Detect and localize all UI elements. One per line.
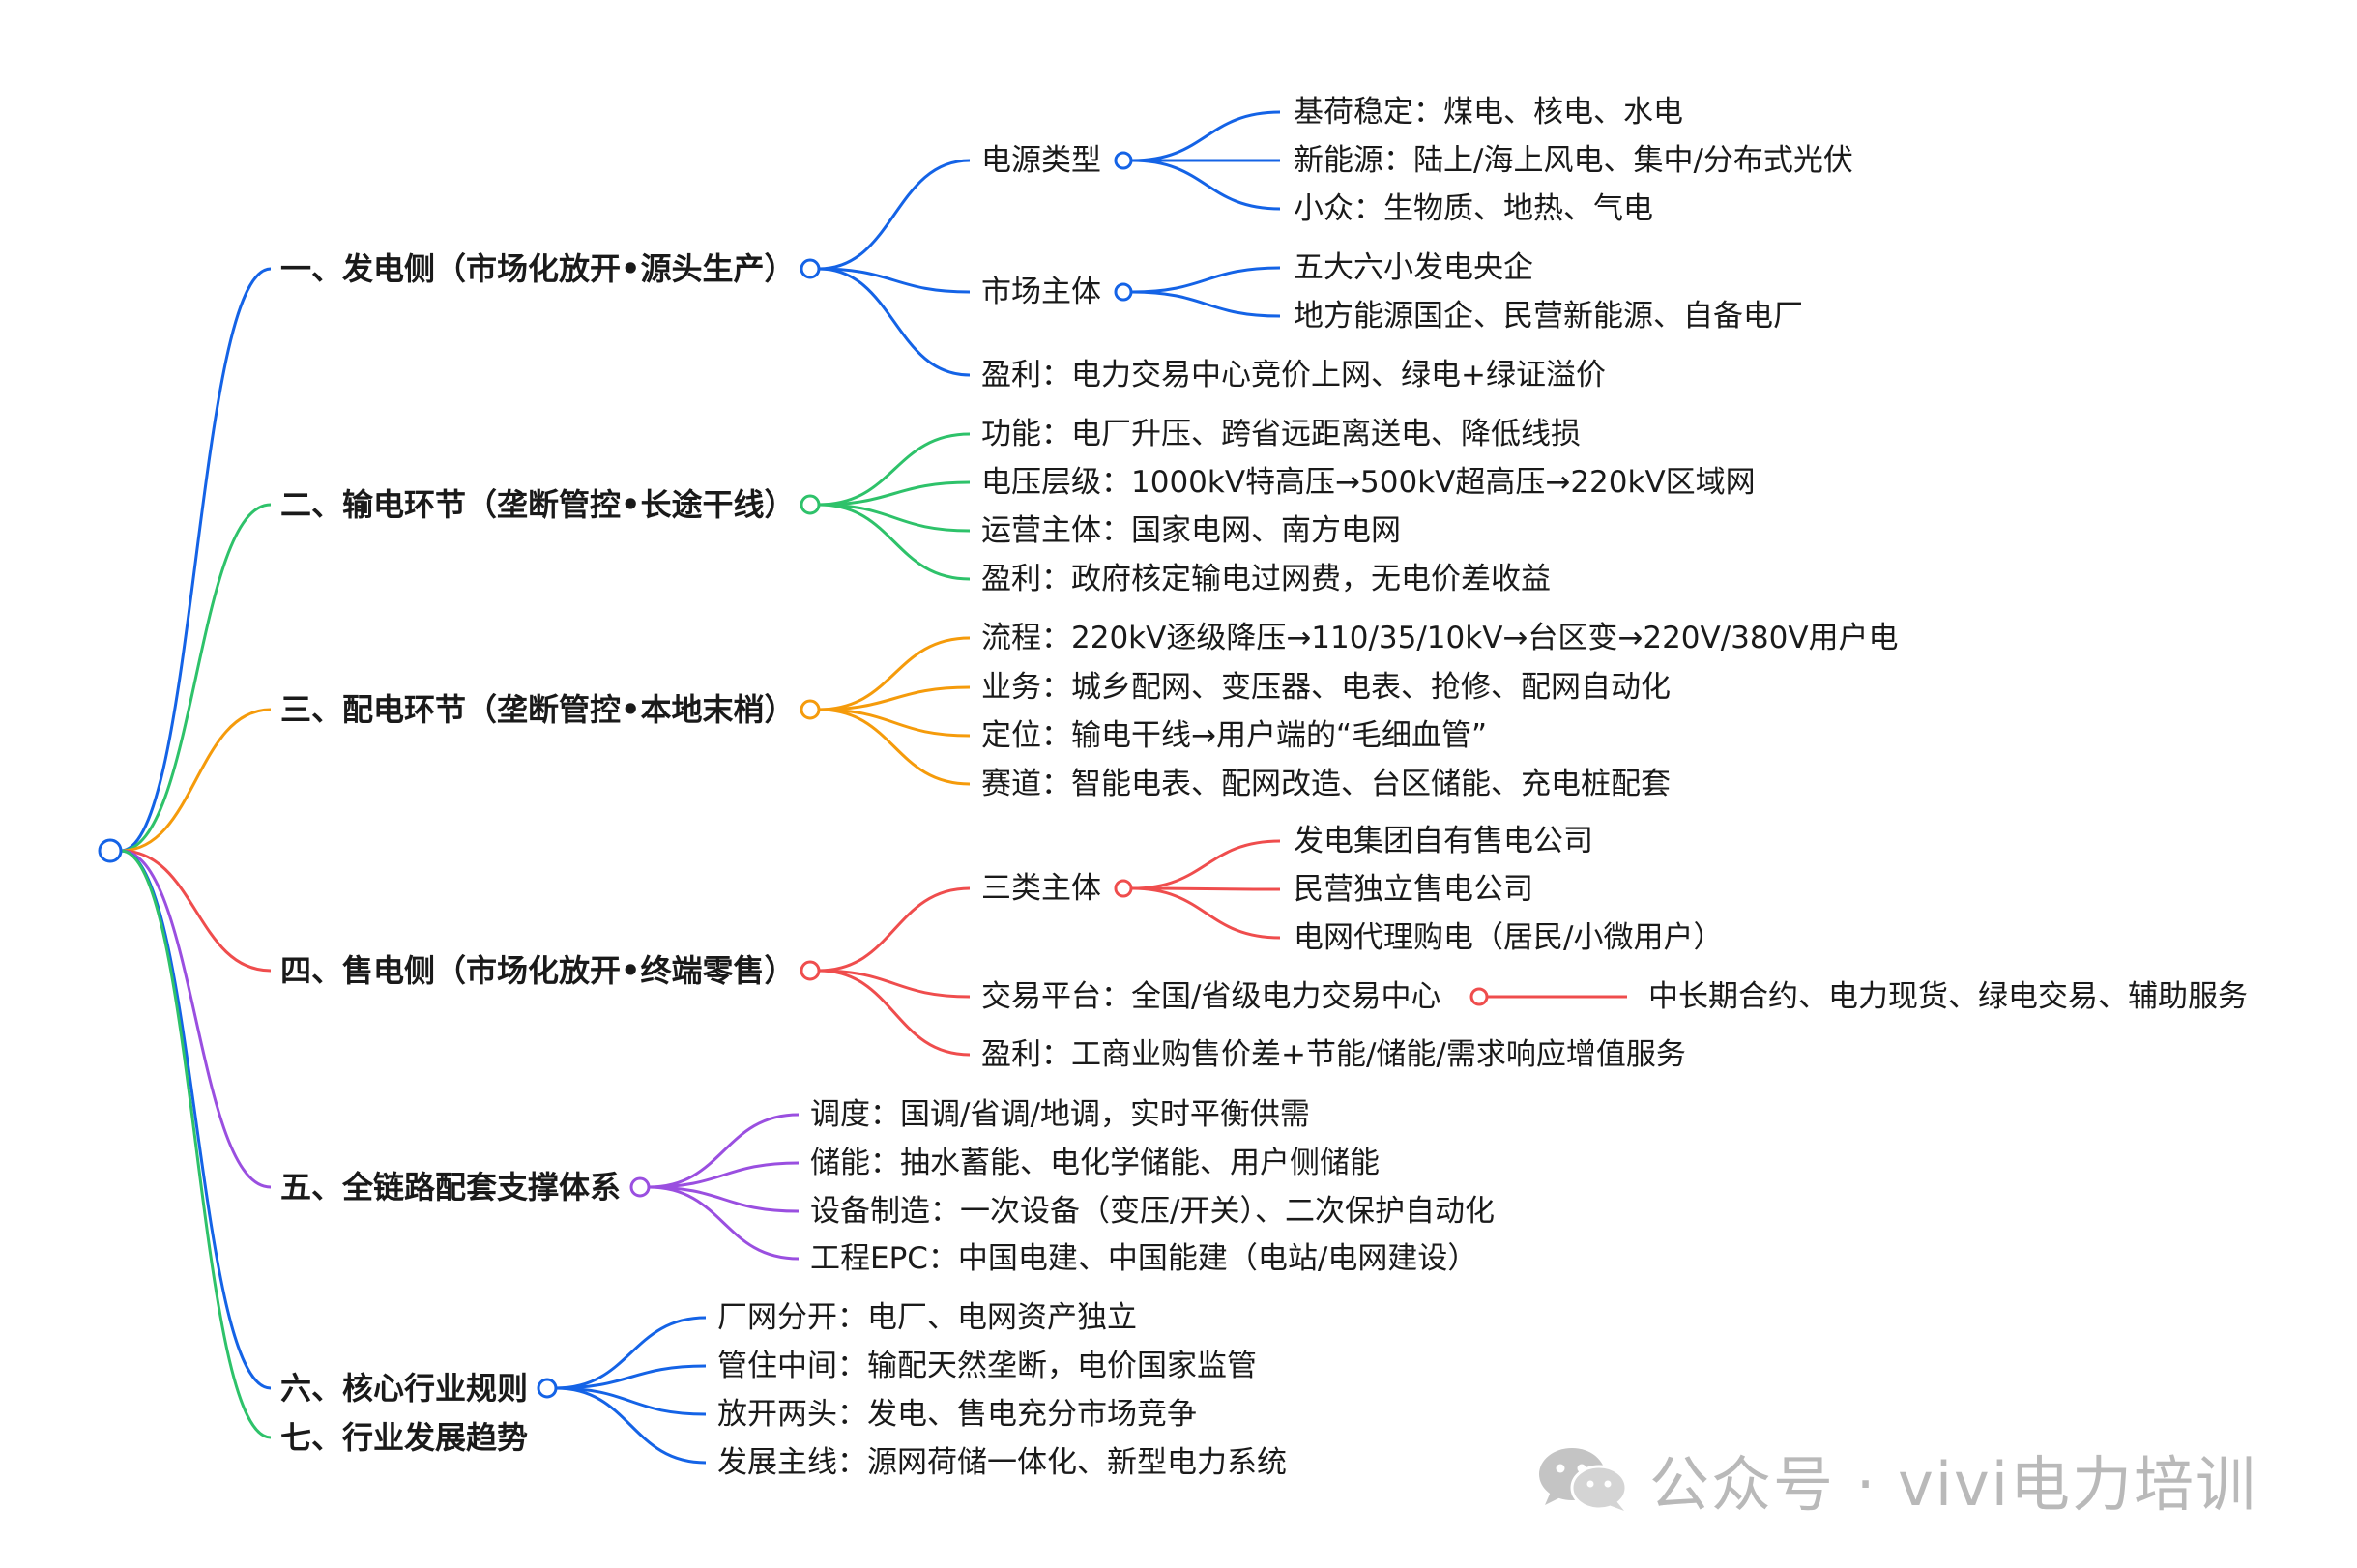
branch-3-item-4: 赛道：智能电表、配网改造、台区储能、充电桩配套 — [981, 767, 1671, 801]
edge-branch-6-item-3 — [555, 1386, 707, 1416]
edge-0-0-3 — [1131, 159, 1281, 211]
edge-root-branch-3 — [120, 708, 272, 853]
branch-1-label: 一、发电侧（市场化放开•源头生产） — [280, 250, 795, 287]
edge-branch-4-item-2 — [818, 969, 971, 999]
branch-1-item-2-node[interactable] — [1114, 282, 1133, 302]
leaf-0-0-1: 基荷稳定：煤电、核电、水电 — [1294, 95, 1683, 130]
edge-root-branch-4 — [120, 849, 272, 973]
branch-4-label: 四、售电侧（市场化放开•终端零售） — [280, 952, 795, 989]
branch-6-item-3: 放开两头：发电、售电充分市场竞争 — [717, 1397, 1197, 1432]
edge-branch-2-item-1 — [818, 432, 971, 507]
branch-2-item-1: 功能：电厂升压、跨省远距离送电、降低线损 — [981, 417, 1581, 451]
leaf-0-1-2: 地方能源国企、民营新能源、自备电厂 — [1294, 299, 1803, 334]
edge-3-0-1 — [1131, 839, 1281, 890]
branch-4-item-1: 三类主体 — [981, 871, 1101, 906]
edge-branch-2-item-4 — [818, 503, 971, 581]
edge-branch-5-item-2 — [648, 1161, 800, 1189]
branch-2-item-4: 盈利：政府核定输电过网费，无电价差收益 — [981, 562, 1551, 596]
watermark-text: 公众号 · vivi电力培训 — [1649, 1449, 2257, 1520]
branch-3-label: 三、配电环节（垄断管控•本地末梢） — [280, 691, 795, 728]
edge-branch-2-item-3 — [818, 503, 971, 533]
branch-6-item-1: 厂网分开：电厂、电网资产独立 — [717, 1300, 1137, 1335]
edge-root-branch-2 — [120, 503, 272, 853]
branch-2-node[interactable] — [800, 494, 821, 515]
edge-branch-3-item-2 — [818, 685, 971, 711]
branch-4-node[interactable] — [800, 960, 821, 981]
branch-5-node[interactable] — [629, 1176, 651, 1198]
branch-3-item-3: 定位：输电干线→用户端的“毛细血管” — [981, 718, 1487, 753]
edge-branch-3-item-3 — [818, 708, 971, 738]
edges-layer — [120, 110, 1627, 1465]
edge-root-branch-6 — [120, 849, 272, 1390]
edge-branch-3-item-1 — [818, 636, 971, 711]
edge-branch-3-item-4 — [818, 708, 971, 786]
edge-root-branch-7 — [120, 849, 272, 1439]
root-node[interactable] — [98, 838, 123, 863]
nodes-layer: 一、发电侧（市场化放开•源头生产） 电源类型 基荷稳定：煤电、核电、水电新能源：陆上… — [98, 95, 2248, 1480]
branch-5-label: 五、全链路配套支撑体系 — [280, 1169, 621, 1205]
edge-root-branch-1 — [120, 267, 272, 853]
edge-branch-6-item-4 — [555, 1386, 707, 1465]
leaf-0-1-1: 五大六小发电央企 — [1294, 250, 1533, 285]
edge-branch-1-item-2 — [818, 267, 971, 294]
leaf-3-0-3: 电网代理购电（居民/小微用户） — [1294, 920, 1723, 955]
edge-branch-5-item-3 — [648, 1185, 800, 1213]
edge-3-0-2 — [1131, 886, 1281, 891]
edge-0-1-2 — [1131, 290, 1281, 318]
branch-4-item-1-node[interactable] — [1114, 879, 1133, 898]
edge-branch-6-item-2 — [555, 1364, 707, 1390]
branch-4-item-2: 交易平台：全国/省级电力交易中心 — [981, 979, 1440, 1014]
edge-0-1-1 — [1131, 266, 1281, 294]
branch-2-label: 二、输电环节（垄断管控•长途干线） — [280, 486, 795, 523]
branch-6-item-2: 管住中间：输配天然垄断，电价国家监管 — [717, 1349, 1257, 1383]
branch-7-label: 七、行业发展趋势 — [280, 1419, 528, 1456]
watermark: 公众号 · vivi电力培训 — [1537, 1440, 2257, 1520]
edge-branch-2-item-2 — [818, 480, 971, 507]
edge-branch-4-item-3 — [818, 969, 971, 1057]
branch-1-item-1: 电源类型 — [981, 143, 1101, 178]
branch-5-item-3: 设备制造：一次设备（变压/开关）、二次保护自动化 — [810, 1194, 1495, 1229]
wechat-icon — [1537, 1445, 1630, 1513]
branch-5-item-1: 调度：国调/省调/地调，实时平衡供需 — [810, 1097, 1310, 1132]
branch-6-node[interactable] — [537, 1378, 558, 1399]
branch-3-item-2: 业务：城乡配网、变压器、电表、抢修、配网自动化 — [981, 670, 1671, 705]
branch-2-item-3: 运营主体：国家电网、南方电网 — [981, 513, 1401, 548]
leaf-3-0-1: 发电集团自有售电公司 — [1294, 824, 1593, 858]
leaf-0-0-3: 小众：生物质、地热、气电 — [1294, 191, 1653, 226]
edge-branch-1-item-3 — [818, 267, 971, 377]
edge-0-0-1 — [1131, 110, 1281, 162]
edge-branch-5-item-4 — [648, 1185, 800, 1261]
branch-3-node[interactable] — [800, 699, 821, 720]
leaf-3-0-2: 民营独立售电公司 — [1294, 872, 1533, 907]
edge-branch-4-item-1 — [818, 886, 971, 973]
branch-5-item-4: 工程EPC：中国电建、中国能建（电站/电网建设） — [810, 1241, 1477, 1276]
edge-branch-5-item-1 — [648, 1113, 800, 1189]
branch-1-item-3: 盈利：电力交易中心竞价上网、绿电+绿证溢价 — [981, 358, 1606, 392]
edge-branch-1-item-1 — [818, 159, 971, 271]
leaf-3-1-1: 中长期合约、电力现货、绿电交易、辅助服务 — [1648, 979, 2248, 1014]
branch-2-item-2: 电压层级：1000kV特高压→500kV超高压→220kV区域网 — [981, 465, 1756, 500]
branch-1-item-1-node[interactable] — [1114, 151, 1133, 170]
branch-6-item-4: 发展主线：源网荷储一体化、新型电力系统 — [717, 1445, 1287, 1480]
edge-branch-6-item-1 — [555, 1316, 707, 1390]
branch-3-item-1: 流程：220kV逐级降压→110/35/10kV→台区变→220V/380V用户… — [981, 621, 1899, 655]
branch-5-item-2: 储能：抽水蓄能、电化学储能、用户侧储能 — [810, 1146, 1380, 1180]
branch-4-item-2-node[interactable] — [1469, 987, 1489, 1006]
leaf-0-0-2: 新能源：陆上/海上风电、集中/分布式光伏 — [1294, 143, 1853, 178]
branch-4-item-3: 盈利：工商业购售价差+节能/储能/需求响应增值服务 — [981, 1037, 1686, 1072]
branch-1-node[interactable] — [800, 258, 821, 279]
edge-root-branch-5 — [120, 849, 272, 1189]
branch-1-item-2: 市场主体 — [981, 275, 1101, 309]
branch-6-label: 六、核心行业规则 — [280, 1370, 528, 1407]
edge-3-0-3 — [1131, 886, 1281, 940]
